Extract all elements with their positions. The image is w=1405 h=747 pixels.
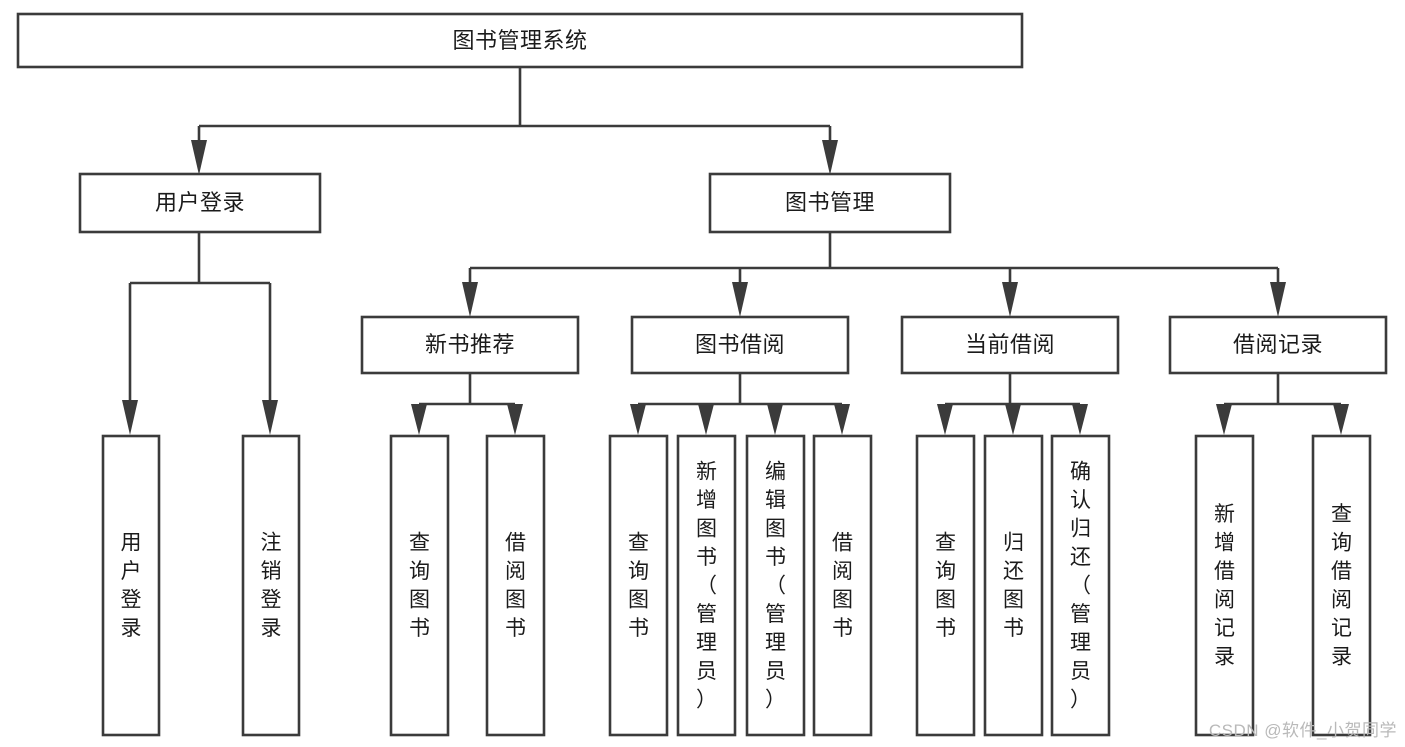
arrow-head-leaf-borrow-book-1: [507, 404, 523, 435]
leaf-edit-book-box[interactable]: [745, 434, 806, 737]
node-root-label: 图书管理系统: [452, 28, 587, 53]
leaf-add-book-box[interactable]: [676, 434, 737, 737]
leaf-query-book-2[interactable]: 查询图书: [608, 434, 669, 737]
arrow-head-borrow-record: [1270, 282, 1286, 317]
leaf-user-logout[interactable]: 注销登录: [241, 434, 301, 737]
leaf-return-book-box[interactable]: [983, 434, 1044, 737]
node-borrow-record-box[interactable]: [1168, 315, 1388, 375]
leaf-query-book-1-box[interactable]: [389, 434, 450, 737]
leaf-borrow-book-1-box[interactable]: [485, 434, 546, 737]
node-root-box[interactable]: [16, 12, 1024, 69]
leaf-query-book-3[interactable]: 查询图书: [915, 434, 976, 737]
node-current-borrow-box[interactable]: [900, 315, 1120, 375]
arrow-head-leaf-borrow-book-2: [834, 404, 850, 435]
node-user-login[interactable]: 用户登录: [78, 172, 322, 234]
arrow-head-leaf-edit-book: [767, 404, 783, 435]
leaf-add-book[interactable]: 新增图书（管理员）: [676, 434, 737, 737]
leaf-borrow-book-1-label: 借阅图书: [505, 532, 526, 641]
node-current-borrow-label: 当前借阅: [965, 332, 1055, 357]
node-book-borrow-label: 图书借阅: [695, 332, 785, 357]
arrow-head-current-borrow: [1002, 282, 1018, 317]
leaf-confirm-return-box[interactable]: [1050, 434, 1111, 737]
arrow-head-leaf-user-login: [122, 400, 138, 435]
arrow-head-leaf-query-book-3: [937, 404, 953, 435]
node-book-manage[interactable]: 图书管理: [708, 172, 952, 234]
leaf-user-logout-box[interactable]: [241, 434, 301, 737]
leaf-edit-book-label: 编辑图书（管理员）: [765, 460, 786, 711]
leaf-query-book-3-box[interactable]: [915, 434, 976, 737]
leaf-confirm-return-label: 确认归还（管理员）: [1070, 460, 1091, 711]
node-user-login-box[interactable]: [78, 172, 322, 234]
connector-layer: [122, 67, 1349, 435]
leaf-query-book-3-label: 查询图书: [935, 532, 956, 641]
node-borrow-record-label: 借阅记录: [1233, 332, 1323, 357]
leaf-query-record[interactable]: 查询借阅记录: [1311, 434, 1372, 737]
leaf-add-record-box[interactable]: [1194, 434, 1255, 737]
leaf-edit-book[interactable]: 编辑图书（管理员）: [745, 434, 806, 737]
leaf-query-book-2-label: 查询图书: [628, 532, 649, 641]
leaf-user-login-box[interactable]: [101, 434, 161, 737]
arrow-head-leaf-query-record: [1333, 404, 1349, 435]
arrow-head-leaf-user-logout: [262, 400, 278, 435]
arrow-head-leaf-query-book-2: [630, 404, 646, 435]
node-book-manage-label: 图书管理: [785, 190, 875, 215]
arrow-head-leaf-add-record: [1216, 404, 1232, 435]
node-new-book-rec-box[interactable]: [360, 315, 580, 375]
leaf-user-login[interactable]: 用户登录: [101, 434, 161, 737]
node-book-borrow-box[interactable]: [630, 315, 850, 375]
leaf-query-book-2-box[interactable]: [608, 434, 669, 737]
node-new-book-rec-label: 新书推荐: [425, 332, 515, 357]
leaf-return-book-label: 归还图书: [1003, 532, 1024, 641]
leaf-return-book[interactable]: 归还图书: [983, 434, 1044, 737]
leaf-user-logout-label: 注销登录: [261, 532, 282, 641]
node-new-book-rec[interactable]: 新书推荐: [360, 315, 580, 375]
leaf-user-login-label: 用户登录: [121, 532, 142, 641]
leaf-add-book-label: 新增图书（管理员）: [696, 460, 717, 711]
node-book-borrow[interactable]: 图书借阅: [630, 315, 850, 375]
arrow-head-book-borrow: [732, 282, 748, 317]
node-current-borrow[interactable]: 当前借阅: [900, 315, 1120, 375]
arrow-head-leaf-confirm-return: [1072, 404, 1088, 435]
leaf-add-record-label: 新增借阅记录: [1214, 503, 1235, 669]
leaf-borrow-book-2-label: 借阅图书: [832, 532, 853, 641]
leaf-add-record[interactable]: 新增借阅记录: [1194, 434, 1255, 737]
leaf-borrow-book-1[interactable]: 借阅图书: [485, 434, 546, 737]
node-borrow-record[interactable]: 借阅记录: [1168, 315, 1388, 375]
leaf-query-book-1[interactable]: 查询图书: [389, 434, 450, 737]
node-book-manage-box[interactable]: [708, 172, 952, 234]
leaf-query-book-1-label: 查询图书: [409, 532, 430, 641]
node-root[interactable]: 图书管理系统: [16, 12, 1024, 69]
leaf-query-record-box[interactable]: [1311, 434, 1372, 737]
leaf-confirm-return[interactable]: 确认归还（管理员）: [1050, 434, 1111, 737]
arrow-head-leaf-query-book-1: [411, 404, 427, 435]
arrow-head-leaf-return-book: [1005, 404, 1021, 435]
node-user-login-label: 用户登录: [155, 190, 245, 215]
arrow-head-user-login: [191, 140, 207, 175]
leaf-borrow-book-2[interactable]: 借阅图书: [812, 434, 873, 737]
leaf-query-record-label: 查询借阅记录: [1331, 503, 1352, 669]
leaf-borrow-book-2-box[interactable]: [812, 434, 873, 737]
arrow-head-book-manage: [822, 140, 838, 175]
arrow-head-leaf-add-book: [698, 404, 714, 435]
arrow-head-new-book-rec: [462, 282, 478, 317]
